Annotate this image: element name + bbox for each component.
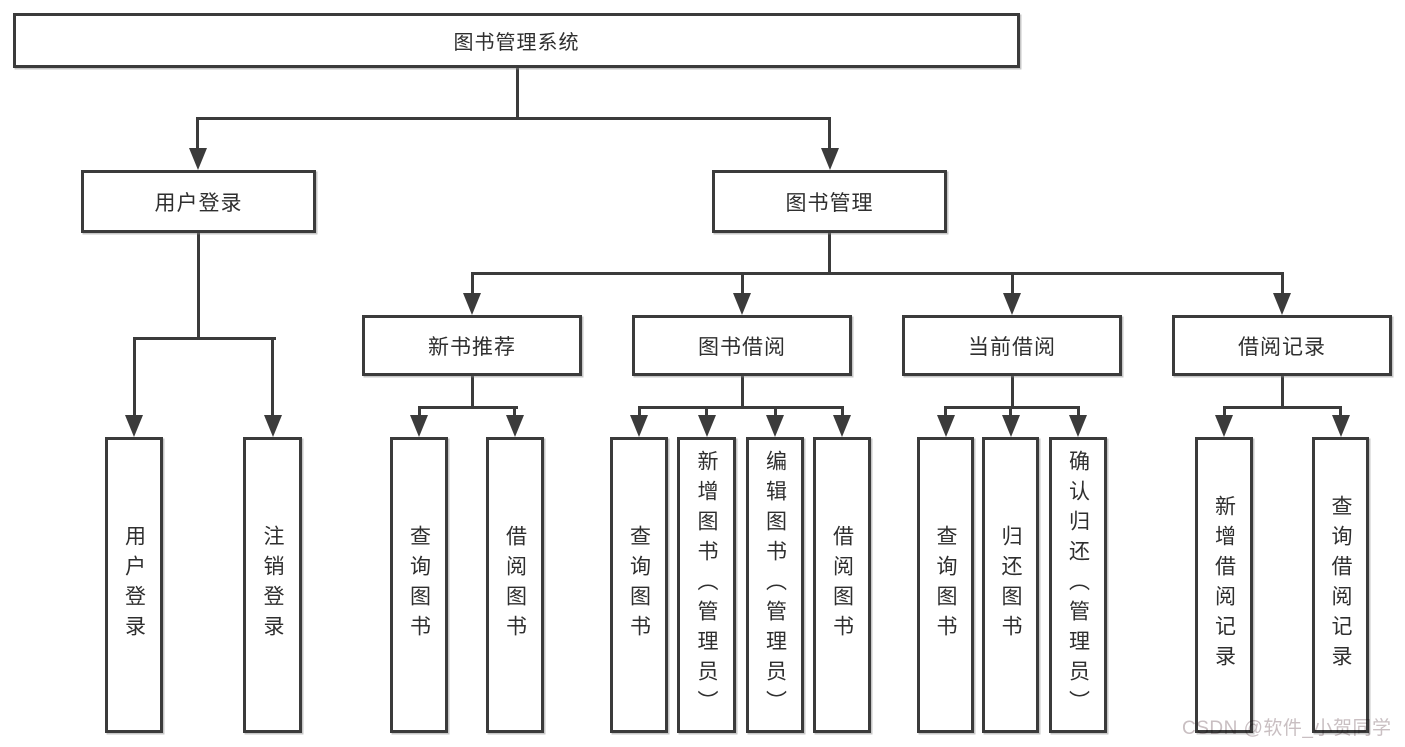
arrow-down-icon [463, 293, 481, 315]
connector-line [840, 407, 844, 417]
connector-line [196, 118, 199, 150]
node-book-management: 图书管理 [712, 170, 947, 233]
connector-line [1222, 407, 1226, 417]
connector-line [515, 68, 519, 118]
connector-line [470, 273, 474, 295]
leaf-edit-books-admin: 编辑图书（管理员） [746, 437, 804, 733]
connector-line [705, 407, 708, 417]
arrow-down-icon [697, 415, 716, 437]
connector-line [740, 273, 744, 295]
connector-line [470, 374, 474, 407]
arrow-down-icon [630, 415, 648, 437]
arrow-down-icon [733, 293, 751, 315]
node-new-book-recommendation: 新书推荐 [362, 315, 582, 376]
leaf-query-borrow-record: 查询借阅记录 [1312, 437, 1369, 733]
connector-line [132, 336, 276, 340]
arrow-down-icon [1003, 293, 1021, 315]
arrow-down-icon [1331, 415, 1350, 437]
connector-line [417, 405, 518, 409]
arrow-down-icon [1069, 415, 1087, 437]
connector-line [1009, 407, 1012, 417]
leaf-logout: 注销登录 [243, 437, 302, 733]
leaf-query-books-recommend: 查询图书 [390, 437, 448, 733]
leaf-query-books-current: 查询图书 [917, 437, 974, 733]
arrow-down-icon [766, 415, 784, 437]
connector-line [828, 118, 831, 150]
arrow-down-icon [820, 148, 839, 170]
arrow-down-icon [1001, 415, 1020, 437]
connector-line [417, 407, 421, 417]
connector-line [773, 407, 777, 417]
leaf-borrow-books-recommend: 借阅图书 [486, 437, 544, 733]
connector-line [1076, 407, 1080, 417]
leaf-return-books: 归还图书 [982, 437, 1039, 733]
connector-line [513, 407, 516, 417]
connector-line [1280, 374, 1284, 407]
connector-line [1280, 273, 1284, 295]
arrow-down-icon [1273, 293, 1291, 315]
node-current-borrowing: 当前借阅 [902, 315, 1122, 376]
connector-line [197, 230, 200, 338]
arrow-down-icon [936, 415, 955, 437]
connector-line [1010, 273, 1014, 295]
arrow-down-icon [125, 415, 143, 437]
arrow-down-icon [263, 415, 282, 437]
node-borrowing-records: 借阅记录 [1172, 315, 1392, 376]
connector-line [271, 338, 274, 417]
connector-line [1339, 407, 1342, 417]
leaf-user-login: 用户登录 [105, 437, 163, 733]
node-root-library-management-system: 图书管理系统 [13, 13, 1020, 68]
connector-line [1222, 405, 1342, 409]
leaf-add-borrow-record: 新增借阅记录 [1195, 437, 1253, 733]
node-user-login: 用户登录 [81, 170, 316, 233]
connector-line [1010, 374, 1014, 407]
arrow-down-icon [833, 415, 851, 437]
arrow-down-icon [1215, 415, 1233, 437]
connector-line [196, 116, 831, 120]
arrow-down-icon [505, 415, 524, 437]
connector-line [828, 230, 831, 273]
arrow-down-icon [410, 415, 428, 437]
connector-line [470, 271, 1284, 275]
connector-line [944, 407, 947, 417]
node-book-borrowing: 图书借阅 [632, 315, 852, 376]
leaf-add-books-admin: 新增图书（管理员） [677, 437, 736, 733]
csdn-watermark: CSDN @软件_小贺同学 [1182, 718, 1392, 739]
connector-line [132, 338, 136, 417]
leaf-borrow-books: 借阅图书 [813, 437, 871, 733]
connector-line [637, 405, 844, 409]
connector-line [637, 407, 641, 417]
arrow-down-icon [188, 148, 207, 170]
connector-line [740, 374, 744, 407]
leaf-query-books-borrowing: 查询图书 [610, 437, 668, 733]
leaf-confirm-return-admin: 确认归还（管理员） [1049, 437, 1107, 733]
